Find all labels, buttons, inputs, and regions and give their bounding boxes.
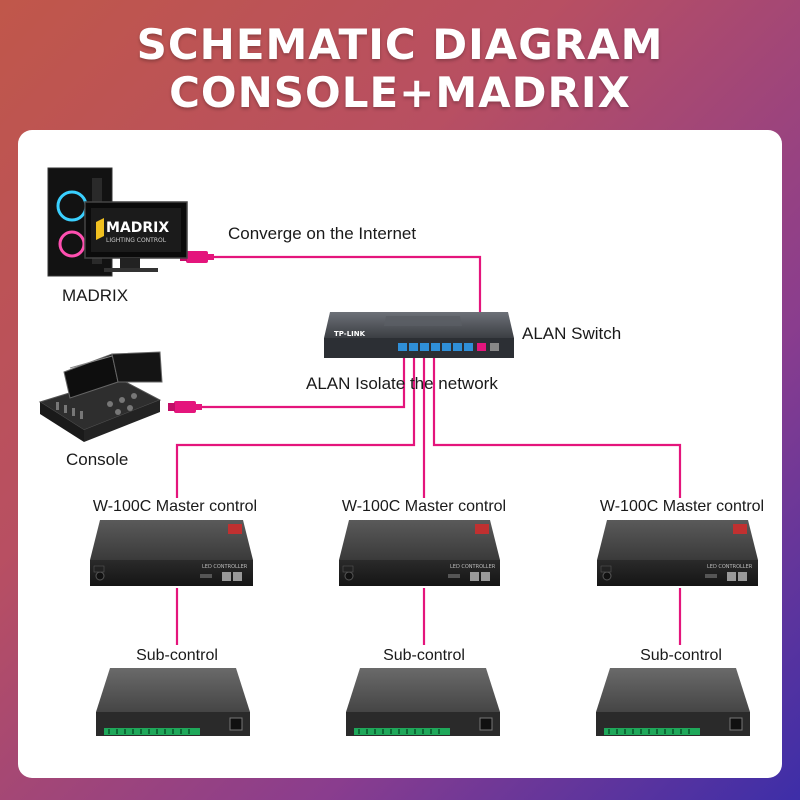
master-3-plate: LED CONTROLLER: [707, 564, 753, 570]
madrix-screen-logo: MADRIX: [106, 220, 169, 236]
switch-brand: TP-LINK: [334, 330, 366, 338]
master-2-plate: LED CONTROLLER: [450, 564, 496, 570]
wire-switch-to-master-1: [175, 352, 416, 498]
wire-console-to-switch: [198, 352, 406, 409]
console-label: Console: [66, 450, 129, 469]
sub-controller-2: [346, 668, 500, 736]
madrix-pc-icon: MADRIX LIGHTING CONTROL: [47, 167, 188, 277]
master-1-label: W-100C Master control: [92, 498, 258, 515]
wire-switch-to-master-3: [432, 352, 682, 498]
switch-label: ALAN Switch: [522, 324, 622, 343]
title-line-2: CONSOLE+MADRIX: [169, 68, 631, 117]
master-controller-3: LED CONTROLLER: [597, 520, 758, 586]
lighting-console-icon: [38, 351, 163, 442]
master-1-plate: LED CONTROLLER: [202, 564, 248, 570]
internet-label: Converge on the Internet: [228, 224, 417, 243]
master-3-label: W-100C Master control: [599, 498, 765, 515]
sub-2-label: Sub-control: [383, 647, 465, 664]
master-2-label: W-100C Master control: [341, 498, 507, 515]
alan-switch-icon: TP-LINK: [324, 312, 514, 358]
title-line-1: SCHEMATIC DIAGRAM: [136, 20, 664, 69]
sub-3-label: Sub-control: [640, 647, 722, 664]
master-controller-2: LED CONTROLLER: [339, 520, 500, 586]
madrix-label: MADRIX: [62, 286, 129, 305]
sub-controller-3: [596, 668, 750, 736]
cable-plug-console: [168, 401, 202, 413]
master-controller-1: LED CONTROLLER: [90, 520, 253, 586]
madrix-screen-tagline: LIGHTING CONTROL: [106, 237, 167, 244]
sub-1-label: Sub-control: [136, 647, 218, 664]
sub-controller-1: [96, 668, 250, 736]
isolate-network-label: ALAN Isolate the network: [306, 374, 498, 393]
